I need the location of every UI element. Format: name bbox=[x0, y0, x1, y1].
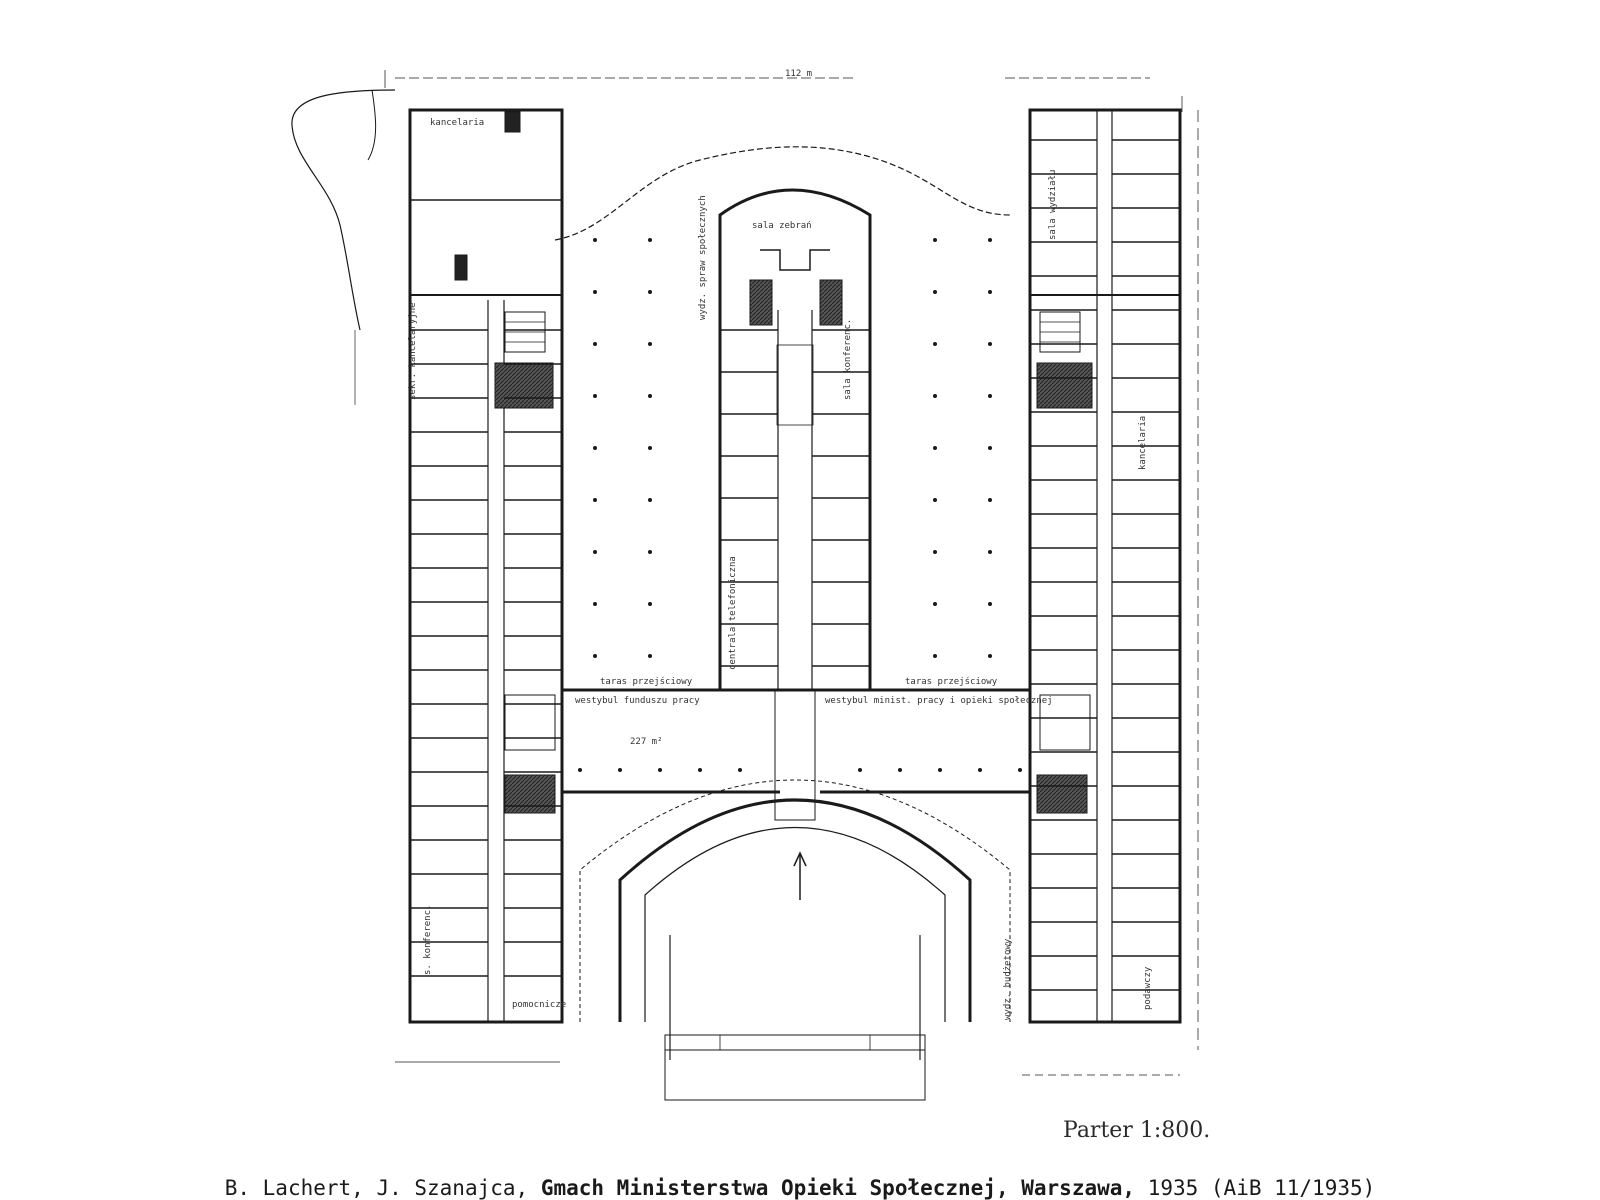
courtyard-curve bbox=[554, 146, 1011, 241]
column-dot bbox=[933, 342, 937, 346]
room-label: wydz. spraw społecznych bbox=[698, 195, 708, 320]
column-dot bbox=[593, 446, 597, 450]
entrance-arches bbox=[579, 779, 1011, 1101]
caption-title: Gmach Ministerstwa Opieki Społecznej, Wa… bbox=[540, 1176, 1136, 1200]
column-dot bbox=[988, 602, 992, 606]
column-dot bbox=[648, 238, 652, 242]
connecting-vestibule bbox=[504, 688, 1091, 821]
column-dot bbox=[648, 290, 652, 294]
column-dot bbox=[648, 602, 652, 606]
room-label: sala konferenc. bbox=[843, 319, 853, 400]
center-wing bbox=[718, 188, 872, 690]
room-label: podawczy bbox=[1143, 966, 1153, 1010]
column-dot bbox=[933, 602, 937, 606]
room-label: taras przejściowy bbox=[600, 676, 693, 687]
column-dot bbox=[988, 238, 992, 242]
column-dot bbox=[933, 238, 937, 242]
scale-label: Parter 1:800. bbox=[1063, 1118, 1211, 1143]
column-dot bbox=[933, 654, 937, 658]
room-label: kancelaria bbox=[430, 118, 484, 128]
room-label: kancelaria bbox=[1138, 416, 1148, 470]
right-wing bbox=[1028, 108, 1182, 1024]
column-dot bbox=[593, 654, 597, 658]
column-dot bbox=[898, 768, 902, 772]
column-dot bbox=[648, 550, 652, 554]
entrance-arrow-icon bbox=[793, 851, 807, 900]
column-dot bbox=[988, 342, 992, 346]
column-dot bbox=[933, 394, 937, 398]
room-label: sekr. kancelaryjne bbox=[408, 302, 418, 400]
left-wing bbox=[408, 108, 564, 1024]
column-dot bbox=[648, 342, 652, 346]
top-dimension-line bbox=[384, 70, 1183, 112]
column-dot bbox=[593, 342, 597, 346]
caption-authors: B. Lachert, J. Szanajca, bbox=[224, 1176, 541, 1200]
column-dot bbox=[988, 446, 992, 450]
column-dot bbox=[1018, 768, 1022, 772]
column-dot bbox=[938, 768, 942, 772]
column-dot bbox=[988, 550, 992, 554]
room-label: westybul funduszu pracy bbox=[575, 696, 700, 706]
room-label: taras przejściowy bbox=[905, 676, 998, 687]
figure-caption: B. Lachert, J. Szanajca, Gmach Ministers… bbox=[0, 1176, 1600, 1200]
column-dot bbox=[933, 498, 937, 502]
column-dot bbox=[593, 550, 597, 554]
column-dot bbox=[933, 290, 937, 294]
column-dot bbox=[988, 654, 992, 658]
column-dot bbox=[593, 498, 597, 502]
column-dot bbox=[698, 768, 702, 772]
floor-plan-drawing: kancelaria sekr. kancelaryjne s. konfere… bbox=[291, 69, 1199, 1101]
column-dot bbox=[648, 498, 652, 502]
column-dot bbox=[988, 498, 992, 502]
room-label: s. konferenc. bbox=[423, 905, 433, 975]
column-dot bbox=[738, 768, 742, 772]
column-dot bbox=[578, 768, 582, 772]
room-partitions bbox=[410, 139, 1180, 991]
room-label: wydz. budżetowy bbox=[1003, 938, 1013, 1020]
column-dot bbox=[618, 768, 622, 772]
room-label: westybul minist. pracy i opieki społeczn… bbox=[825, 696, 1053, 706]
column-dot bbox=[648, 394, 652, 398]
room-label: sala zebrań bbox=[752, 221, 812, 231]
caption-date-source: 1935 (AiB 11/1935) bbox=[1135, 1176, 1376, 1200]
column-dot bbox=[593, 290, 597, 294]
driveway-loop bbox=[291, 89, 396, 331]
column-dot bbox=[988, 394, 992, 398]
courtyard-columns bbox=[578, 238, 1022, 772]
column-dot bbox=[978, 768, 982, 772]
dimension-label: 112 m bbox=[785, 69, 812, 79]
room-label: centrala telefoniczna bbox=[728, 556, 738, 670]
room-label: pomocnicze bbox=[512, 1000, 566, 1010]
column-dot bbox=[658, 768, 662, 772]
column-dot bbox=[648, 446, 652, 450]
room-label: sala wydziału bbox=[1048, 170, 1058, 240]
column-dot bbox=[933, 550, 937, 554]
column-dot bbox=[988, 290, 992, 294]
column-dot bbox=[648, 654, 652, 658]
column-dot bbox=[858, 768, 862, 772]
column-dot bbox=[933, 446, 937, 450]
column-dot bbox=[593, 238, 597, 242]
column-dot bbox=[593, 394, 597, 398]
column-dot bbox=[593, 602, 597, 606]
area-label: 227 m² bbox=[630, 737, 663, 747]
